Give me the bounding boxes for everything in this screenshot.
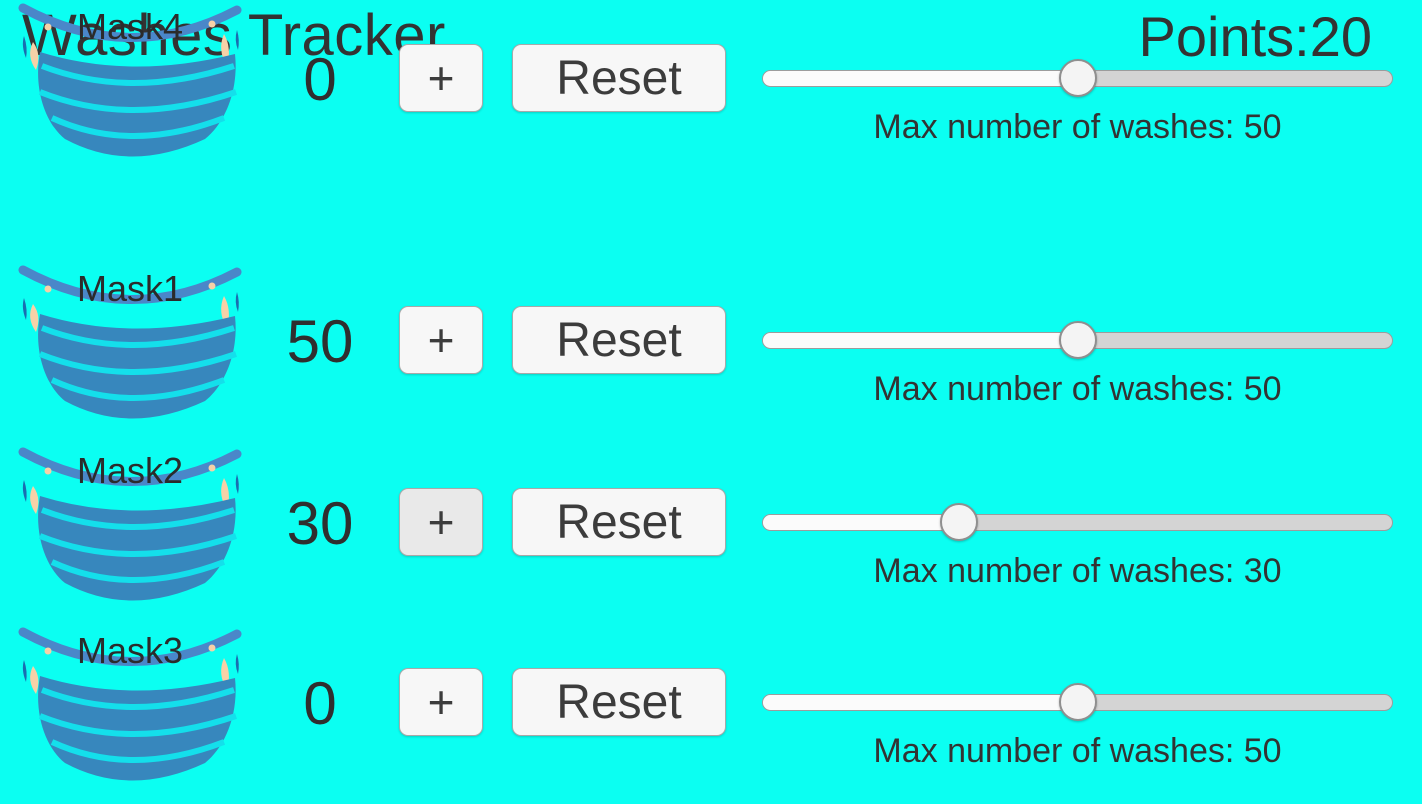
reset-button[interactable]: Reset bbox=[512, 306, 726, 374]
slider-fill bbox=[763, 71, 1080, 86]
points-display: Points:20 bbox=[1139, 4, 1373, 69]
plus-button[interactable]: + bbox=[399, 44, 483, 112]
mask-icon: Mask4 bbox=[18, 0, 242, 162]
face-mask-icon bbox=[18, 627, 242, 781]
plus-button[interactable]: + bbox=[399, 306, 483, 374]
mask-row: Mask1 50 + Reset Max number of washes: 5… bbox=[0, 262, 1422, 442]
slider-fill bbox=[763, 515, 961, 530]
reset-button[interactable]: Reset bbox=[512, 668, 726, 736]
max-washes-label: Max number of washes: 50 bbox=[873, 370, 1282, 408]
max-washes-slider[interactable] bbox=[762, 321, 1393, 359]
face-mask-icon bbox=[18, 3, 242, 157]
slider-track[interactable] bbox=[762, 514, 1393, 531]
mask-icon: Mask2 bbox=[18, 444, 242, 606]
plus-button[interactable]: + bbox=[399, 488, 483, 556]
slider-thumb[interactable] bbox=[1058, 59, 1097, 97]
mask-row: Mask2 30 + Reset Max number of washes: 3… bbox=[0, 444, 1422, 624]
mask-icon: Mask3 bbox=[18, 624, 242, 786]
wash-count: 0 bbox=[303, 46, 337, 113]
mask-row: Mask3 0 + Reset Max number of washes: 50 bbox=[0, 624, 1422, 804]
reset-button[interactable]: Reset bbox=[512, 488, 726, 556]
face-mask-icon bbox=[18, 265, 242, 419]
slider-thumb[interactable] bbox=[939, 503, 978, 541]
max-washes-label: Max number of washes: 30 bbox=[873, 552, 1282, 590]
max-washes-slider[interactable] bbox=[762, 683, 1393, 721]
mask-row: Mask4 0 + Reset Max number of washes: 50 bbox=[0, 0, 1422, 180]
wash-count: 50 bbox=[286, 308, 354, 375]
face-mask-icon bbox=[18, 447, 242, 601]
slider-fill bbox=[763, 695, 1080, 710]
slider-thumb[interactable] bbox=[1058, 683, 1097, 721]
max-washes-label: Max number of washes: 50 bbox=[873, 732, 1282, 770]
max-washes-slider[interactable] bbox=[762, 503, 1393, 541]
reset-button[interactable]: Reset bbox=[512, 44, 726, 112]
mask-icon: Mask1 bbox=[18, 262, 242, 424]
slider-fill bbox=[763, 333, 1080, 348]
wash-count: 30 bbox=[286, 490, 354, 557]
mask-name-label: Mask1 bbox=[76, 268, 184, 309]
max-washes-slider[interactable] bbox=[762, 59, 1393, 97]
wash-count: 0 bbox=[303, 670, 337, 737]
mask-name-label: Mask2 bbox=[76, 450, 184, 491]
mask-name-label: Mask4 bbox=[76, 6, 184, 47]
slider-thumb[interactable] bbox=[1058, 321, 1097, 359]
points-value: 20 bbox=[1309, 5, 1372, 68]
max-washes-label: Max number of washes: 50 bbox=[873, 108, 1282, 146]
points-label: Points: bbox=[1138, 5, 1310, 68]
plus-button[interactable]: + bbox=[399, 668, 483, 736]
mask-name-label: Mask3 bbox=[76, 630, 184, 671]
